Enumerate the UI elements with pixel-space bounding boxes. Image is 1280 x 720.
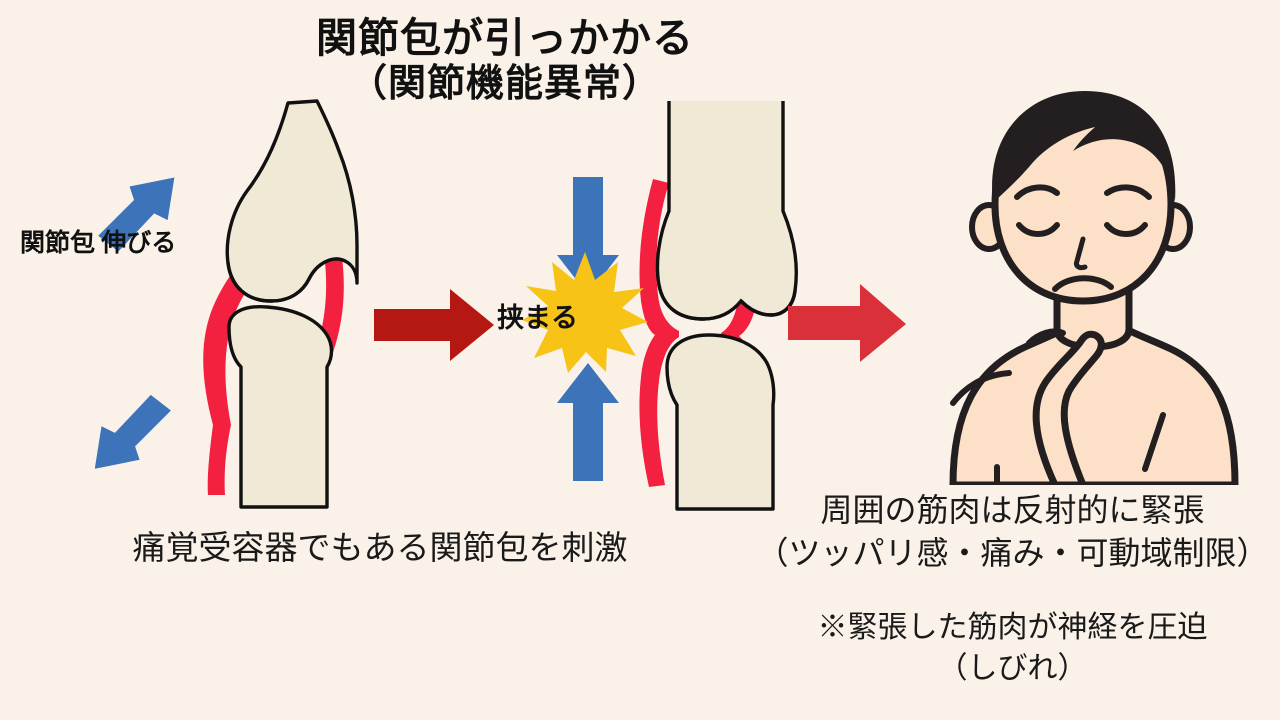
tibia-bone [665, 333, 776, 511]
knee-diagram-pinched [557, 101, 798, 511]
eye-right [1104, 222, 1148, 237]
capsule-stretch-label-line1: 関節包 [20, 230, 96, 257]
capsule-stretch-label-line2: 伸びる [101, 230, 177, 257]
pinch-label: 挟まる [497, 303, 578, 333]
compression-arrow-up [557, 363, 619, 481]
caption-left: 痛覚受容器でもある関節包を刺激 [0, 527, 760, 572]
capsule-stretch-label: 関節包 伸びる [20, 226, 176, 262]
knee-diagram-stretched [95, 99, 359, 509]
stretch-arrow-up [98, 177, 175, 252]
capsule-right-band [283, 215, 344, 425]
caption-right-line1: 周囲の筋肉は反射的に緊張 [820, 492, 1205, 528]
caption-right-line2: （ツッパリ感・痛み・可動域制限） [756, 535, 1269, 572]
hand-fingers [1026, 328, 1066, 346]
title-line-2: （関節機能異常） [348, 63, 661, 106]
compression-arrow-down [557, 177, 619, 295]
stretch-arrow-down [95, 394, 171, 469]
femur-condyle-line [657, 283, 797, 321]
eyebrow-right [1104, 184, 1152, 200]
arrow-shape [788, 284, 906, 362]
caption-right: 周囲の筋肉は反射的に緊張 （ツッパリ感・痛み・可動域制限） [745, 489, 1280, 575]
burst-shape [522, 252, 648, 373]
femur-condyle-line [226, 257, 347, 303]
capsule-left-tail [207, 425, 231, 495]
femur-bone [655, 101, 798, 321]
caption-note: ※緊張した筋肉が神経を圧迫 （しびれ） [745, 608, 1280, 689]
hair [992, 91, 1176, 203]
shoulder-crease-left [950, 370, 1012, 406]
title-line-1: 関節包が引っかかる [316, 15, 694, 61]
caption-note-line1: ※緊張した筋肉が神経を圧迫 [817, 611, 1208, 644]
process-arrow-1-icon [374, 289, 494, 361]
caption-note-line2: （しびれ） [937, 651, 1088, 685]
caption-left-text: 痛覚受容器でもある関節包を刺激 [132, 531, 628, 567]
mouth [1052, 275, 1114, 292]
page-title: 関節包が引っかかる （関節機能異常） [0, 14, 1010, 107]
process-arrow-2-icon [788, 284, 906, 362]
pinch-burst-icon [522, 252, 648, 373]
tibia-bone [227, 305, 334, 509]
capsule-left-band [639, 179, 679, 487]
eyebrow-left [1014, 184, 1060, 200]
eye-left [1016, 222, 1060, 237]
arm-raised [1032, 330, 1105, 485]
person-illustration [949, 91, 1239, 485]
nose [1074, 236, 1088, 271]
arrow-shape [374, 289, 494, 361]
chest-line-right [1142, 412, 1166, 472]
